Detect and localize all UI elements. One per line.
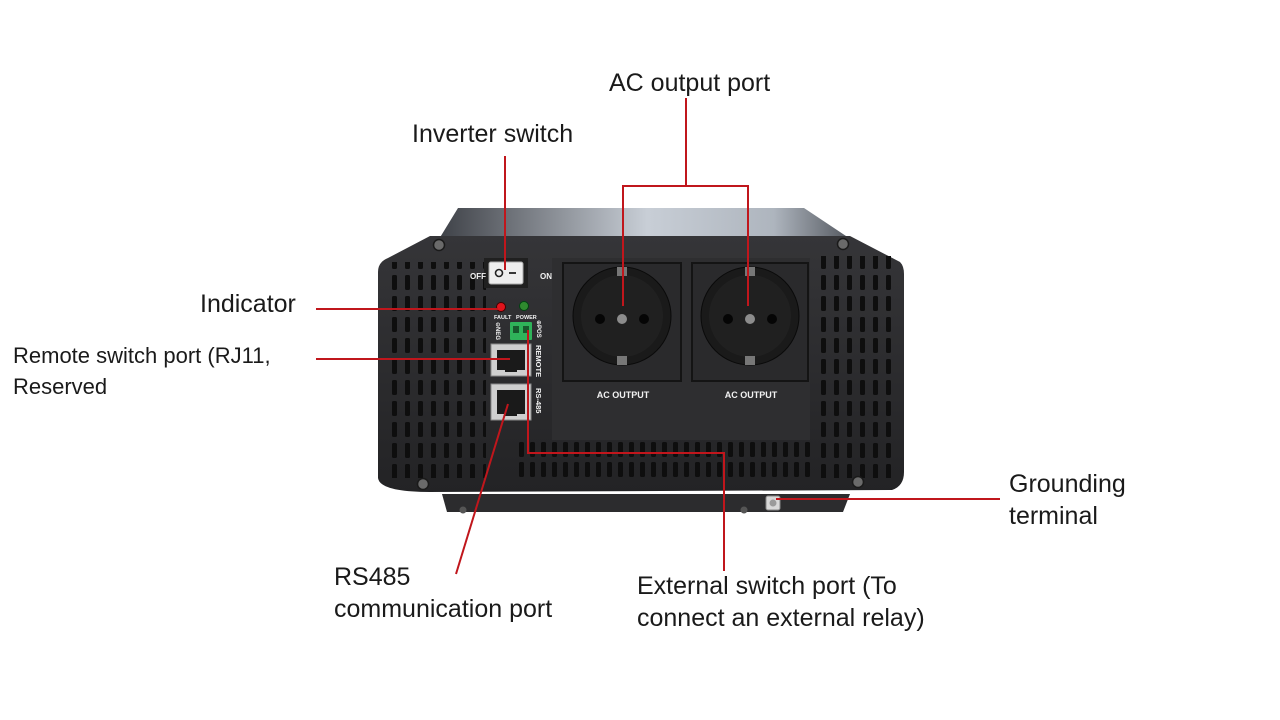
ac-output-label-right: AC OUTPUT bbox=[725, 390, 778, 400]
screw-icon bbox=[416, 477, 430, 491]
rs485-port bbox=[490, 383, 532, 421]
vent-grille-left bbox=[386, 262, 486, 478]
rs485-label: RS-485 bbox=[534, 388, 543, 413]
indicator-callout: Indicator bbox=[200, 290, 296, 318]
remote-switch-port-line2: Reserved bbox=[13, 374, 108, 399]
vent-grille-bottom bbox=[514, 440, 812, 480]
ac-output-leader-branch bbox=[686, 185, 749, 306]
mounting-base bbox=[442, 494, 850, 512]
screw-icon bbox=[836, 237, 850, 251]
remote-label: REMOTE bbox=[534, 345, 543, 377]
rs485-port-line1: RS485 bbox=[334, 563, 411, 591]
external-switch-port-line1: External switch port (To bbox=[637, 572, 897, 600]
remote-switch-port-line1: Remote switch port (RJ11, bbox=[13, 343, 271, 368]
rs485-leader bbox=[455, 403, 509, 575]
remote-switch-port-callout: Remote switch port (RJ11, Reserved bbox=[13, 340, 271, 402]
inverter-switch-callout: Inverter switch bbox=[412, 120, 574, 148]
switch-off-mark-icon bbox=[494, 268, 504, 278]
screw-icon bbox=[432, 238, 446, 252]
ac-output-leader bbox=[622, 98, 687, 306]
neg-label: ⊖NEG bbox=[494, 322, 500, 340]
off-label: OFF bbox=[470, 272, 486, 281]
grounding-terminal-callout: Grounding terminal bbox=[1009, 468, 1126, 532]
ac-socket-right bbox=[691, 262, 809, 382]
fault-label: FAULT bbox=[494, 315, 512, 321]
base-screw-icon bbox=[459, 506, 467, 514]
fault-led-icon bbox=[496, 302, 506, 312]
rs485-port-line2: communication port bbox=[334, 595, 553, 623]
external-switch-terminal-block bbox=[510, 322, 532, 340]
pos-label: ⊕POS bbox=[535, 320, 541, 338]
power-label: POWER bbox=[516, 315, 537, 321]
screw-icon bbox=[851, 475, 865, 489]
base-screw-icon bbox=[740, 506, 748, 514]
external-switch-port-line2: connect an external relay) bbox=[637, 604, 925, 632]
external-switch-leader bbox=[527, 330, 725, 571]
rs485-port-callout: RS485 communication port bbox=[334, 561, 552, 625]
ac-output-label-left: AC OUTPUT bbox=[597, 390, 650, 400]
power-led-icon bbox=[519, 301, 529, 311]
leader-lines bbox=[316, 98, 1000, 575]
external-switch-port-callout: External switch port (To connect an exte… bbox=[637, 570, 925, 634]
grounding-terminal-line2: terminal bbox=[1009, 502, 1098, 530]
vent-grille-right bbox=[814, 256, 896, 478]
inverter-top-cover bbox=[436, 208, 858, 244]
on-label: ON bbox=[540, 272, 552, 281]
ac-output-port-callout: AC output port bbox=[609, 69, 771, 97]
grounding-terminal-line1: Grounding bbox=[1009, 470, 1126, 498]
